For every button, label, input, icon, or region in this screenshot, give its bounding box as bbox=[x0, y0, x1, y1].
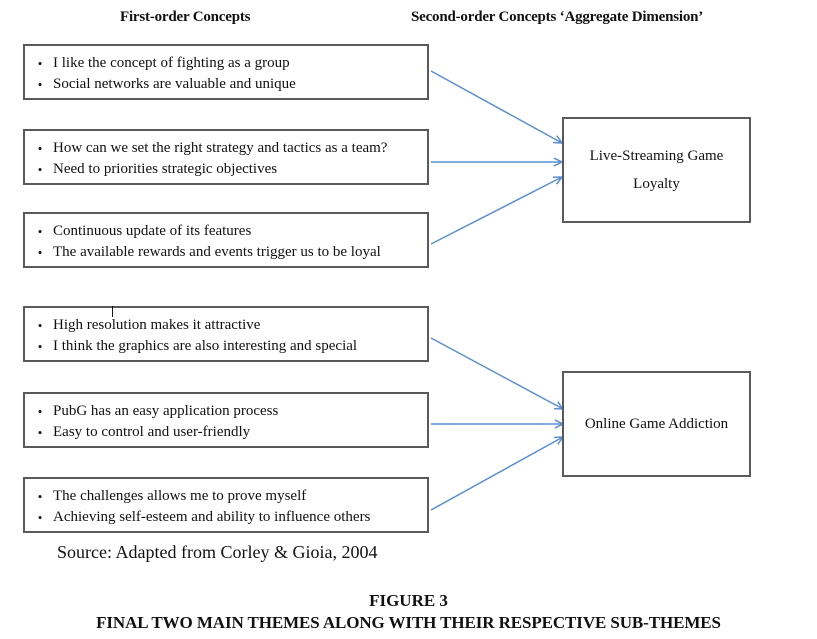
bullet-icon: • bbox=[37, 56, 43, 71]
arrowhead-icon bbox=[552, 135, 564, 144]
arrowhead-icon bbox=[553, 157, 564, 167]
bullet-icon: • bbox=[37, 489, 43, 504]
concept-item: •Continuous update of its features bbox=[35, 221, 381, 242]
arrow-connector bbox=[430, 70, 564, 144]
arrow-connector bbox=[430, 337, 565, 410]
concept-box: •How can we set the right strategy and t… bbox=[23, 129, 429, 185]
figure-title: FINAL TWO MAIN THEMES ALONG WITH THEIR R… bbox=[96, 613, 721, 632]
concept-item: •How can we set the right strategy and t… bbox=[35, 138, 388, 159]
concept-item: •I like the concept of fighting as a gro… bbox=[35, 53, 296, 74]
theme-box-live-streaming-game-loyalty: Live-Streaming Game Loyalty bbox=[562, 117, 751, 223]
bullet-icon: • bbox=[37, 245, 43, 260]
concept-item: •Achieving self-esteem and ability to in… bbox=[35, 507, 371, 528]
concept-item: •The challenges allows me to prove mysel… bbox=[35, 486, 370, 507]
bullet-icon: • bbox=[37, 224, 43, 239]
arrow-connector bbox=[430, 436, 565, 511]
concept-box: •The challenges allows me to prove mysel… bbox=[23, 477, 429, 533]
concept-item: •Easy to control and user-friendly bbox=[35, 422, 278, 443]
arrow-connector bbox=[430, 176, 564, 245]
bullet-icon: • bbox=[37, 141, 43, 156]
bullet-icon: • bbox=[37, 425, 43, 440]
bullet-icon: • bbox=[37, 77, 43, 92]
first-order-header: First-order Concepts bbox=[120, 9, 251, 25]
figure-number: FIGURE 3 bbox=[369, 591, 448, 610]
concept-box: •High resolution makes it attractive •I … bbox=[23, 306, 429, 362]
concept-box: •Continuous update of its features •The … bbox=[23, 212, 429, 268]
concept-item: •I think the graphics are also interesti… bbox=[35, 336, 357, 357]
arrowhead-icon bbox=[552, 176, 564, 185]
theme-box-online-game-addiction: Online Game Addiction bbox=[562, 371, 751, 477]
bullet-icon: • bbox=[37, 162, 43, 177]
bullet-icon: • bbox=[37, 404, 43, 419]
concept-item: •The available rewards and events trigge… bbox=[35, 242, 381, 263]
bullet-icon: • bbox=[37, 318, 43, 333]
concept-item: •High resolution makes it attractive bbox=[35, 315, 357, 336]
text-cursor-mark bbox=[112, 306, 113, 317]
concept-box: •I like the concept of fighting as a gro… bbox=[23, 44, 429, 100]
concept-item: •Need to priorities strategic objectives bbox=[35, 159, 387, 180]
concept-item: •Social networks are valuable and unique bbox=[35, 74, 296, 95]
theme-label: Live-Streaming Game Loyalty bbox=[589, 148, 724, 192]
bullet-icon: • bbox=[37, 510, 43, 525]
arrow-connector bbox=[431, 157, 564, 167]
theme-label: Online Game Addiction bbox=[584, 416, 729, 432]
source-note: Source: Adapted from Corley & Gioia, 200… bbox=[57, 542, 378, 562]
concept-box: •PubG has an easy application process •E… bbox=[23, 392, 429, 448]
bullet-icon: • bbox=[37, 339, 43, 354]
concept-item: •PubG has an easy application process bbox=[35, 401, 279, 422]
arrow-connector bbox=[431, 419, 565, 429]
second-order-header: Second-order Concepts ‘Aggregate Dimensi… bbox=[411, 9, 704, 25]
